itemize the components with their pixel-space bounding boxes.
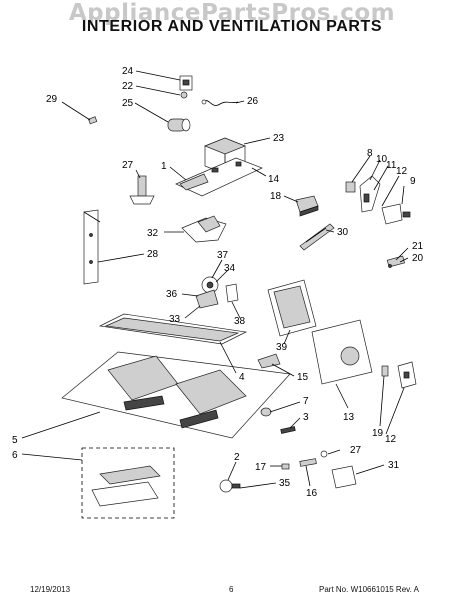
part-15-switch-panel (257, 353, 281, 369)
part-31-relay (331, 465, 357, 489)
callout-7: 7 (303, 396, 309, 407)
callout-13: 13 (343, 412, 355, 423)
callout-37: 37 (217, 250, 229, 261)
part-30-light-bar (299, 223, 335, 251)
part-28-bracket (83, 209, 101, 285)
callout-15: 15 (297, 372, 309, 383)
callout-29: 29 (46, 94, 58, 105)
part-9-switch (381, 203, 411, 225)
callout-26: 26 (247, 96, 259, 107)
callout-22: 22 (122, 81, 134, 92)
callout-9: 9 (410, 176, 416, 187)
callout-1: 1 (161, 161, 167, 172)
part-39-grille-panel (267, 279, 317, 337)
part-8-switch (345, 181, 356, 193)
part-26-wire (201, 99, 239, 106)
callout-12: 12 (396, 166, 408, 177)
part-1-base-plate (175, 157, 263, 197)
part-24-bracket (179, 75, 193, 91)
part-2-light-socket (219, 479, 241, 493)
footer-date: 12/19/2013 (30, 585, 71, 594)
callout-11: 11 (386, 160, 397, 171)
callout-6: 6 (12, 450, 18, 461)
callout-36: 36 (166, 289, 178, 300)
part-19-pin (381, 365, 389, 377)
part-4-filter (98, 313, 248, 345)
part-27-post (129, 175, 155, 205)
part-38-clamp (225, 283, 239, 303)
callout-38: 38 (234, 316, 246, 327)
part-18-block (295, 195, 319, 217)
callout-2: 2 (234, 452, 240, 463)
part-32-fan-housing (181, 215, 227, 243)
callout-14: 14 (268, 174, 280, 185)
callout-10: 10 (376, 154, 388, 165)
callout-20: 20 (412, 253, 424, 264)
callout-39: 39 (276, 342, 288, 353)
callout-24: 24 (122, 66, 134, 77)
callout-3: 3 (303, 412, 309, 423)
part-12-lower-switch (397, 361, 417, 389)
part-bottom-plate (61, 351, 291, 439)
footer-page-number: 6 (229, 585, 234, 594)
callout-32: 32 (147, 228, 159, 239)
callout-17: 17 (255, 462, 267, 473)
part-22-screw (180, 91, 188, 99)
callout-23: 23 (273, 133, 285, 144)
callout-31: 31 (388, 460, 400, 471)
part-37-fan-motor (201, 276, 219, 294)
callout-21: 21 (412, 241, 424, 252)
part-36-33-motor-mount (195, 289, 219, 309)
callout-35: 35 (279, 478, 291, 489)
part-27-cap (320, 450, 328, 458)
part-13-fan (311, 319, 373, 385)
part-20-21-connector (386, 255, 405, 268)
callout-5: 5 (12, 435, 18, 446)
callout-27-lower: 27 (350, 445, 362, 456)
callout-30: 30 (337, 227, 349, 238)
callout-34: 34 (224, 263, 236, 274)
callout-33: 33 (169, 314, 181, 325)
part-7-lens (260, 407, 272, 417)
part-17-clip (281, 463, 290, 470)
callout-25: 25 (122, 98, 134, 109)
callout-4: 4 (239, 372, 245, 383)
part-29-clip (88, 116, 98, 125)
page-title: INTERIOR AND VENTILATION PARTS (81, 18, 383, 35)
footer-part-number: Part No. W10661015 Rev. A (319, 585, 419, 594)
part-25-capacitor (167, 118, 191, 132)
callout-27: 27 (122, 160, 134, 171)
part-10-11-switch-bracket (359, 175, 381, 213)
callout-12-lower: 12 (385, 434, 397, 445)
part-3-bulb (280, 426, 296, 434)
callout-8: 8 (367, 148, 373, 159)
watermark: AppliancePartsPros.com (68, 0, 396, 26)
callout-19: 19 (372, 428, 384, 439)
leader-lines (21, 70, 409, 489)
callout-28: 28 (147, 249, 159, 260)
callout-16: 16 (306, 488, 318, 499)
callout-labels: 24 22 25 29 26 23 1 27 14 18 8 10 11 12 … (12, 66, 424, 499)
part-16-tube (299, 458, 317, 467)
part-6-lamp-assembly (81, 447, 175, 519)
callout-18: 18 (270, 191, 282, 202)
